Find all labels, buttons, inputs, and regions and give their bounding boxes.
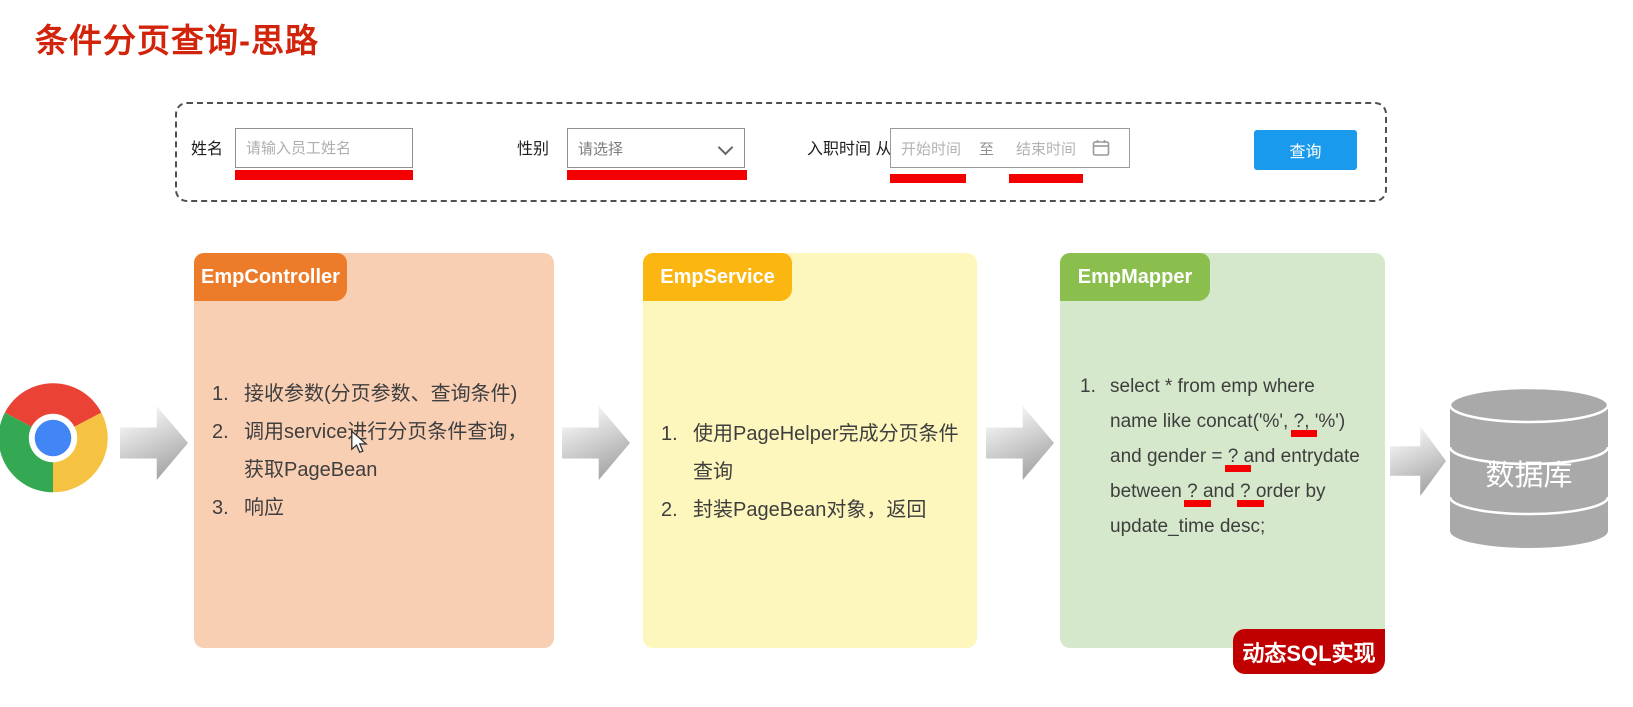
gender-label: 性别 [517,141,550,158]
mapper-sql: 1. select * from emp where name like conc… [1080,369,1360,544]
sql-line: and gender = ? and entrydate [1110,446,1360,467]
sql-param-marked: ? [1239,481,1251,502]
flow-arrow-service-to-mapper [986,406,1054,480]
controller-steps: 接收参数(分页参数、查询条件)调用service进行分页条件查询，获取PageB… [210,375,546,527]
list-item: 响应 [212,489,284,527]
sql-line: name like concat('%', ?, '%') [1110,411,1346,432]
controller-tag: EmpController [194,253,347,301]
dynamic-sql-badge: 动态SQL实现 [1233,629,1385,674]
name-label: 姓名 [191,141,224,158]
start-date-placeholder[interactable]: 开始时间 [901,140,962,158]
list-item: 调用service进行分页条件查询，获取PageBean [212,413,528,481]
search-button[interactable]: 查询 [1254,130,1357,170]
page-title: 条件分页查询-思路 [35,22,319,59]
chrome-browser-icon [0,383,108,493]
database-icon [1448,386,1610,548]
controller-box: EmpController 接收参数(分页参数、查询条件)调用service进行… [194,253,554,648]
gender-underline [567,170,747,180]
start-date-underline [890,174,966,183]
mouse-cursor [351,430,368,454]
flow-arrow-mapper-to-database [1390,426,1446,496]
flow-arrow-controller-to-service [562,406,630,480]
list-item: 使用PageHelper完成分页条件查询 [661,415,959,483]
sql-item-number: 1. [1080,376,1096,397]
flow-arrow-browser-to-controller [120,406,188,480]
search-form-container: 姓名 性别 请选择 入职时间 从 开始时间 至 结束时间 查询 [175,102,1387,202]
gender-select-value: 请选择 [578,140,624,158]
service-steps: 使用PageHelper完成分页条件查询封装PageBean对象，返回 [659,415,969,529]
end-date-placeholder[interactable]: 结束时间 [1016,140,1077,158]
end-date-underline [1009,174,1083,183]
entry-date-label: 入职时间 从 [807,141,892,158]
chevron-down-icon [717,139,734,156]
calendar-icon[interactable] [1092,139,1110,157]
sql-param-marked: ? [1227,446,1239,467]
mapper-box: EmpMapper 1. select * from emp where name… [1060,253,1385,674]
sql-line: between ? and ? order by [1110,481,1326,502]
list-item: 封装PageBean对象，返回 [661,491,927,529]
mapper-tag: EmpMapper [1060,253,1210,301]
name-underline [235,170,413,180]
range-separator: 至 [979,140,995,158]
list-item: 接收参数(分页参数、查询条件) [212,375,518,413]
sql-param-marked: ? [1293,411,1305,432]
sql-lines: select * from emp where name like concat(… [1110,369,1360,544]
service-box: EmpService 使用PageHelper完成分页条件查询封装PageBea… [643,253,977,648]
name-input[interactable] [235,128,413,168]
date-range-picker[interactable]: 开始时间 至 结束时间 [890,128,1130,168]
gender-select[interactable]: 请选择 [567,128,745,168]
database-label: 数据库 [1485,460,1573,492]
sql-line: update_time desc; [1110,516,1266,537]
sql-line: select * from emp where [1110,376,1315,397]
sql-param-marked: ? [1187,481,1198,502]
service-tag: EmpService [643,253,792,301]
